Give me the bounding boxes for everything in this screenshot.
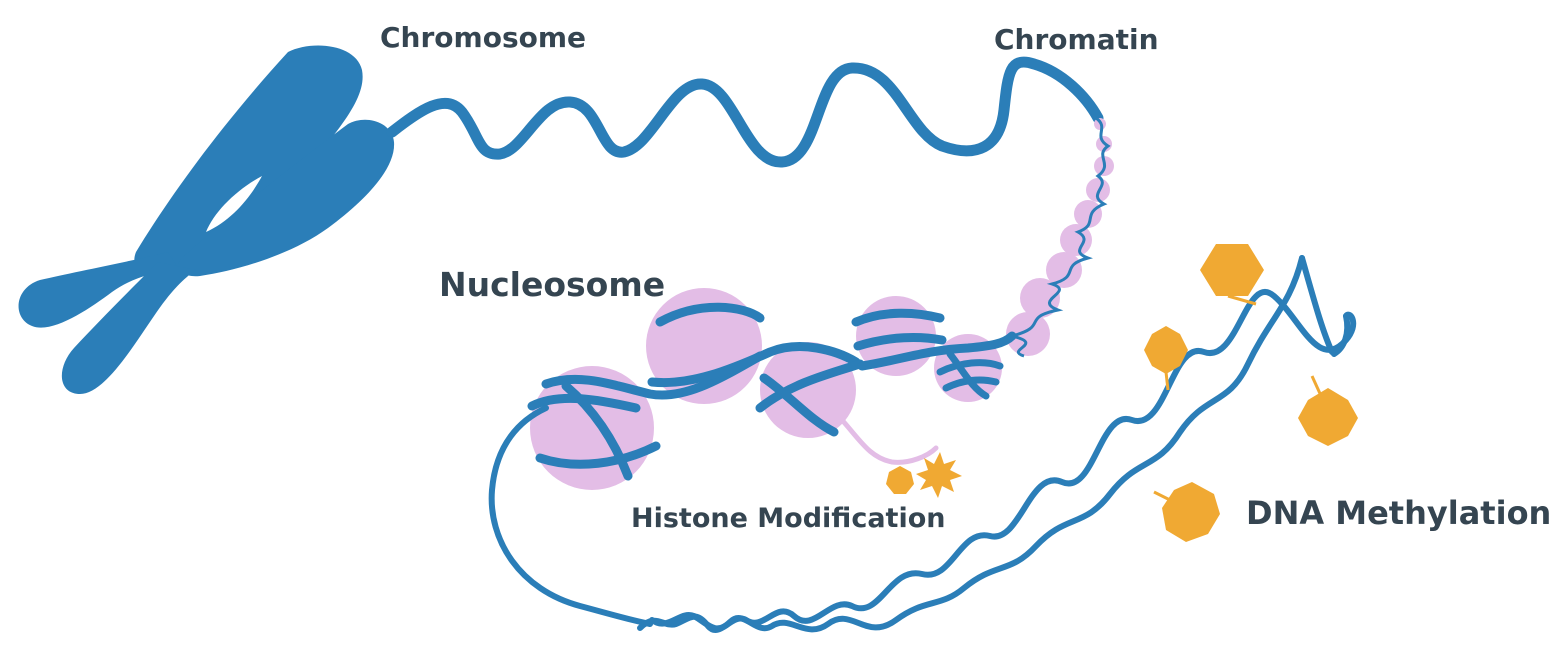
nucleosome-dna-wrap — [541, 351, 765, 400]
methyl-link — [1227, 294, 1257, 306]
methyl-hexagon — [1162, 482, 1220, 542]
methyl-hexagon — [1200, 244, 1264, 296]
chromosome-centromere-gap — [206, 176, 262, 232]
nucleosome-chain — [527, 288, 1017, 490]
nucleosome-dna-wrap — [535, 441, 661, 469]
dna-loop-strand — [488, 405, 653, 627]
label-histone-modification: Histone Modification — [631, 503, 945, 534]
chromosome-arm-upper — [134, 45, 363, 279]
nucleosome-dna-wrap — [759, 373, 839, 437]
nucleosome-dna-wrap — [946, 350, 990, 400]
histone-core — [760, 342, 856, 438]
dna-double-helix — [637, 255, 1357, 633]
nucleosome-dna-wrap — [857, 331, 1017, 371]
nucleosome-dna-wrap — [561, 381, 633, 481]
methyl-link — [1153, 490, 1171, 502]
helix-strand-d — [1331, 313, 1351, 357]
histone-modification-markers — [886, 452, 962, 498]
mini-nucleosome — [1006, 312, 1050, 356]
chromosome-arm-right — [178, 119, 395, 277]
methyl-hexagon — [1298, 388, 1358, 446]
chromosome-arm-lower — [61, 262, 196, 394]
mini-nucleosome — [1074, 200, 1102, 228]
nucleosome-dna-wrap — [853, 333, 947, 351]
mini-nucleosome — [1060, 224, 1092, 256]
nucleosome-dna-wrap — [655, 302, 765, 327]
label-chromatin: Chromatin — [994, 23, 1159, 56]
helix-strand-b — [649, 255, 1305, 633]
label-dna-methylation: DNA Methylation — [1246, 494, 1551, 532]
chromosome-illustration — [18, 45, 395, 394]
mini-nucleosome — [1020, 278, 1060, 318]
histone-tail — [839, 417, 939, 465]
modification-hexagon — [886, 466, 914, 494]
modification-star — [916, 452, 962, 498]
methyl-hexagon — [1144, 326, 1188, 374]
label-nucleosome: Nucleosome — [439, 265, 665, 304]
methyl-groups — [1144, 244, 1358, 542]
chromosome-arm-left — [18, 252, 183, 328]
methyl-link — [1164, 371, 1170, 391]
nucleosome-dna-wrap — [647, 342, 861, 388]
nucleosome-dna-wrap — [755, 359, 865, 413]
nucleosome-dna-wrap — [851, 308, 945, 327]
mini-nucleosome — [1046, 252, 1082, 288]
label-chromosome: Chromosome — [380, 21, 586, 54]
helix-strand-c — [1299, 255, 1335, 355]
nucleosome-dna-wrap — [936, 359, 1004, 376]
compact-chain-dna — [1011, 116, 1111, 358]
compact-nucleosome-chain — [1006, 116, 1114, 358]
chromatin-fiber — [386, 56, 1104, 168]
